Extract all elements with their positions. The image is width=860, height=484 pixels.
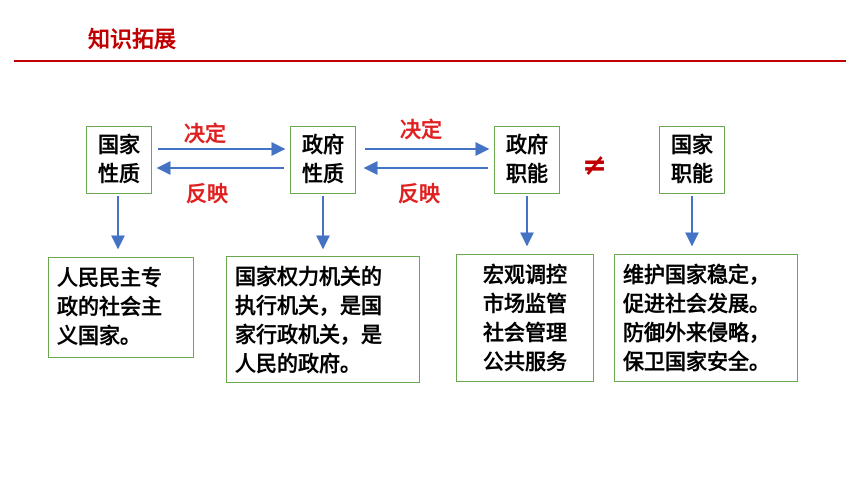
detail-line: 宏观调控 bbox=[483, 263, 567, 287]
state-nature-box: 国家 性质 bbox=[86, 126, 152, 194]
box-line: 国家 bbox=[98, 133, 140, 157]
label-decide-2: 决定 bbox=[400, 118, 442, 142]
government-nature-detail-box: 国家权力机关的 执行机关，是国 家行政机关，是 人民的政府。 bbox=[226, 256, 420, 383]
box-line: 职能 bbox=[671, 162, 713, 186]
detail-line: 维护国家稳定， bbox=[623, 263, 770, 287]
detail-line: 保卫国家安全。 bbox=[623, 350, 770, 374]
title-divider bbox=[14, 60, 846, 62]
label-decide-1: 决定 bbox=[184, 122, 226, 146]
box-line: 性质 bbox=[302, 162, 344, 186]
box-line: 性质 bbox=[98, 162, 140, 186]
state-function-detail-box: 维护国家稳定， 促进社会发展。 防御外来侵略， 保卫国家安全。 bbox=[614, 254, 798, 382]
detail-line: 政的社会主 bbox=[57, 295, 162, 319]
detail-line: 人民的政府。 bbox=[235, 352, 361, 376]
label-reflect-2: 反映 bbox=[398, 182, 440, 206]
box-line: 国家 bbox=[671, 133, 713, 157]
detail-line: 人民民主专 bbox=[57, 266, 162, 290]
box-line: 职能 bbox=[506, 162, 548, 186]
state-nature-detail-box: 人民民主专 政的社会主 义国家。 bbox=[48, 257, 194, 358]
label-reflect-1: 反映 bbox=[186, 182, 228, 206]
detail-line: 促进社会发展。 bbox=[623, 292, 770, 316]
detail-line: 公共服务 bbox=[483, 350, 567, 374]
government-function-detail-box: 宏观调控 市场监管 社会管理 公共服务 bbox=[456, 254, 594, 382]
not-equal-sign: ≠ bbox=[582, 148, 608, 183]
detail-line: 防御外来侵略， bbox=[623, 321, 770, 345]
box-line: 政府 bbox=[302, 133, 344, 157]
detail-line: 执行机关，是国 bbox=[235, 294, 382, 318]
detail-line: 社会管理 bbox=[483, 321, 567, 345]
detail-line: 市场监管 bbox=[483, 292, 567, 316]
page-title: 知识拓展 bbox=[88, 28, 177, 53]
state-function-box: 国家 职能 bbox=[659, 126, 725, 194]
detail-line: 国家权力机关的 bbox=[235, 265, 382, 289]
detail-line: 家行政机关，是 bbox=[235, 323, 382, 347]
box-line: 政府 bbox=[506, 133, 548, 157]
government-function-box: 政府 职能 bbox=[494, 126, 560, 194]
government-nature-box: 政府 性质 bbox=[290, 126, 356, 194]
detail-line: 义国家。 bbox=[57, 324, 141, 348]
